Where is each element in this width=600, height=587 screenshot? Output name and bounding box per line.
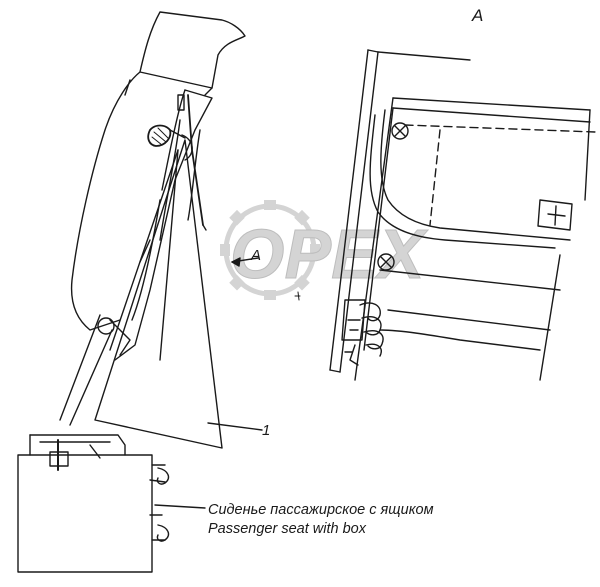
seat-backrest [70,11,246,331]
caption-leader [154,504,206,509]
watermark-text: OPEX [230,215,429,293]
seat-box [17,434,206,573]
caption-english: Passenger seat with box [208,521,366,537]
box-lid [94,139,223,449]
view-arrow [231,257,259,267]
callout-1-label: 1 [262,422,271,439]
view-a-detail [294,49,596,381]
caption-russian: Сиденье пассажирское с ящиком [208,502,434,518]
callout-leader [207,422,263,431]
view-a-label: A [472,6,484,25]
watermark-logo: OPEX [220,200,429,300]
arrow-a-label: A [251,247,262,264]
seat-hinge [59,314,131,426]
latch-clip [147,124,193,161]
